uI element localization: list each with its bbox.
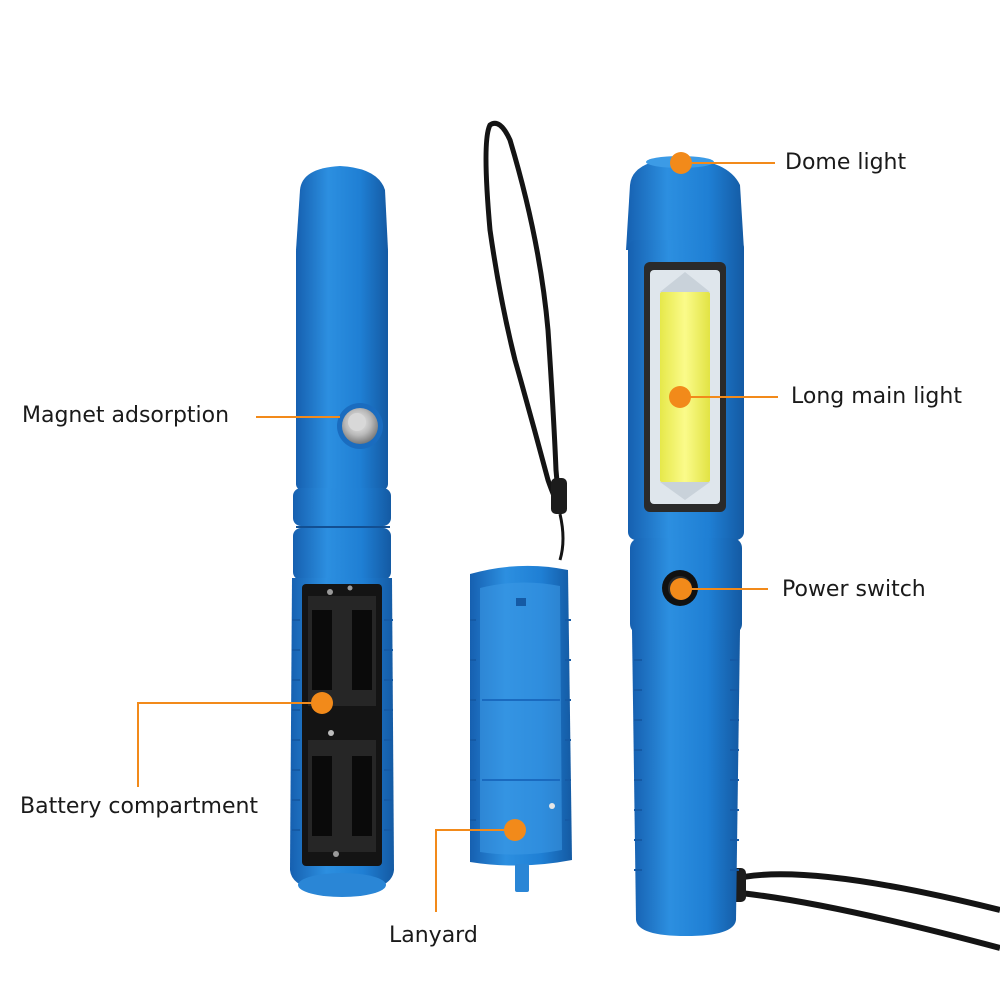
left-flashlight-head — [296, 166, 388, 250]
magnet-icon — [337, 403, 383, 449]
magnet-adsorption-label: Magnet adsorption — [22, 403, 230, 428]
lanyard-label: Lanyard — [389, 923, 478, 948]
dome-light-label: Dome light — [785, 150, 907, 175]
left-flashlight — [290, 166, 394, 897]
callout-dot-lanyard — [504, 819, 526, 841]
cob-led — [660, 292, 710, 482]
left-flashlight-end-cap — [298, 873, 386, 897]
power-switch-label: Power switch — [782, 577, 926, 602]
callout-dot-main-light — [669, 386, 691, 408]
right-flashlight-head — [626, 158, 744, 250]
callout-dot-switch — [670, 578, 692, 600]
battery-cover — [470, 565, 572, 892]
battery-compartment-label: Battery compartment — [20, 794, 259, 819]
right-flashlight-grip — [632, 630, 740, 936]
callout-dot-battery — [311, 692, 333, 714]
lanyard-strap — [483, 120, 567, 561]
grip-ridges — [292, 619, 393, 831]
right-flashlight — [626, 156, 1000, 951]
left-flashlight-band — [293, 488, 391, 526]
left-flashlight-barrel — [296, 245, 388, 490]
long-main-light-label: Long main light — [791, 384, 962, 409]
callout-markers — [137, 152, 778, 912]
left-flashlight-band — [293, 528, 391, 580]
callout-dot-dome — [670, 152, 692, 174]
wrist-strap — [726, 868, 1000, 951]
grip-ridges — [634, 659, 739, 871]
